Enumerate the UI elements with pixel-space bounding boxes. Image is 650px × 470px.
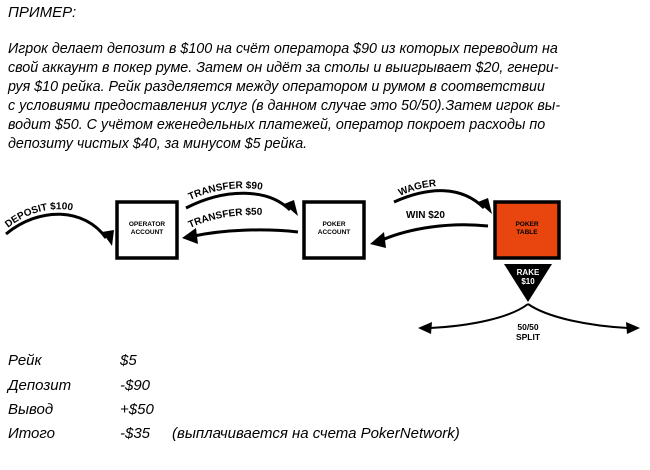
rake-line: $10 <box>521 277 535 286</box>
paragraph-line: с условиями предоставления услуг (в данн… <box>8 98 561 114</box>
summary-value: $5 <box>120 352 137 369</box>
table-box-line: POKER <box>515 221 538 228</box>
rake-line: RAKE <box>517 268 540 277</box>
paragraph-line: депозиту чистых $40, за минусом $5 рейка… <box>8 136 308 152</box>
poker-box-line: POKER <box>322 221 345 228</box>
poker-box-line: ACCOUNT <box>318 229 351 236</box>
paragraph-line: руя $10 рейка. Рейк разделяется между оп… <box>8 79 545 95</box>
split-line: 50/50 <box>517 322 539 332</box>
example-paragraph: Игрок делает депозит в $100 на счёт опер… <box>8 40 638 154</box>
example-heading: ПРИМЕР: <box>8 4 77 21</box>
summary-value: +$50 <box>120 401 154 418</box>
win-arrow <box>370 223 489 248</box>
split-arrows <box>418 303 640 334</box>
summary-label: Рейк <box>8 352 42 369</box>
table-box-line: TABLE <box>516 229 538 236</box>
summary-value: -$35 <box>120 425 151 442</box>
summary-label: Итого <box>8 425 55 442</box>
rake-triangle: RAKE $10 <box>504 264 552 302</box>
paragraph-line: водит $50. С учётом еженедельных платеже… <box>8 117 546 133</box>
paragraph-line: Игрок делает депозит в $100 на счёт опер… <box>8 41 558 57</box>
summary-label: Вывод <box>8 401 54 418</box>
poker-table-fill <box>493 200 561 260</box>
poker-table-box: POKER TABLE <box>493 200 561 260</box>
wager-arrow <box>393 189 492 214</box>
split-line: SPLIT <box>516 332 541 342</box>
transfer-out-label: TRANSFER $90 <box>187 180 264 203</box>
operator-box-line: OPERATOR <box>129 221 166 228</box>
summary-value: -$90 <box>120 377 151 394</box>
summary-note: (выплачивается на счета PokerNetwork) <box>172 425 460 442</box>
transfer-back-label: TRANSFER $50 <box>187 207 263 231</box>
operator-account-box: OPERATOR ACCOUNT <box>115 200 179 260</box>
poker-account-box: POKER ACCOUNT <box>302 200 366 260</box>
transfer-out-arrow <box>185 191 298 216</box>
money-flow-diagram: DEPOSIT $100 OPERATOR ACCOUNT TRANSFER $… <box>3 178 640 342</box>
transfer-back-arrow <box>182 228 299 244</box>
win-label: WIN $20 <box>406 210 445 221</box>
wager-label: WAGER <box>397 178 437 198</box>
paragraph-line: свой аккаунт в покер руме. Затем он идёт… <box>8 60 559 76</box>
summary-label: Депозит <box>8 377 72 394</box>
deposit-arrow <box>5 212 114 246</box>
operator-box-line: ACCOUNT <box>131 229 164 236</box>
